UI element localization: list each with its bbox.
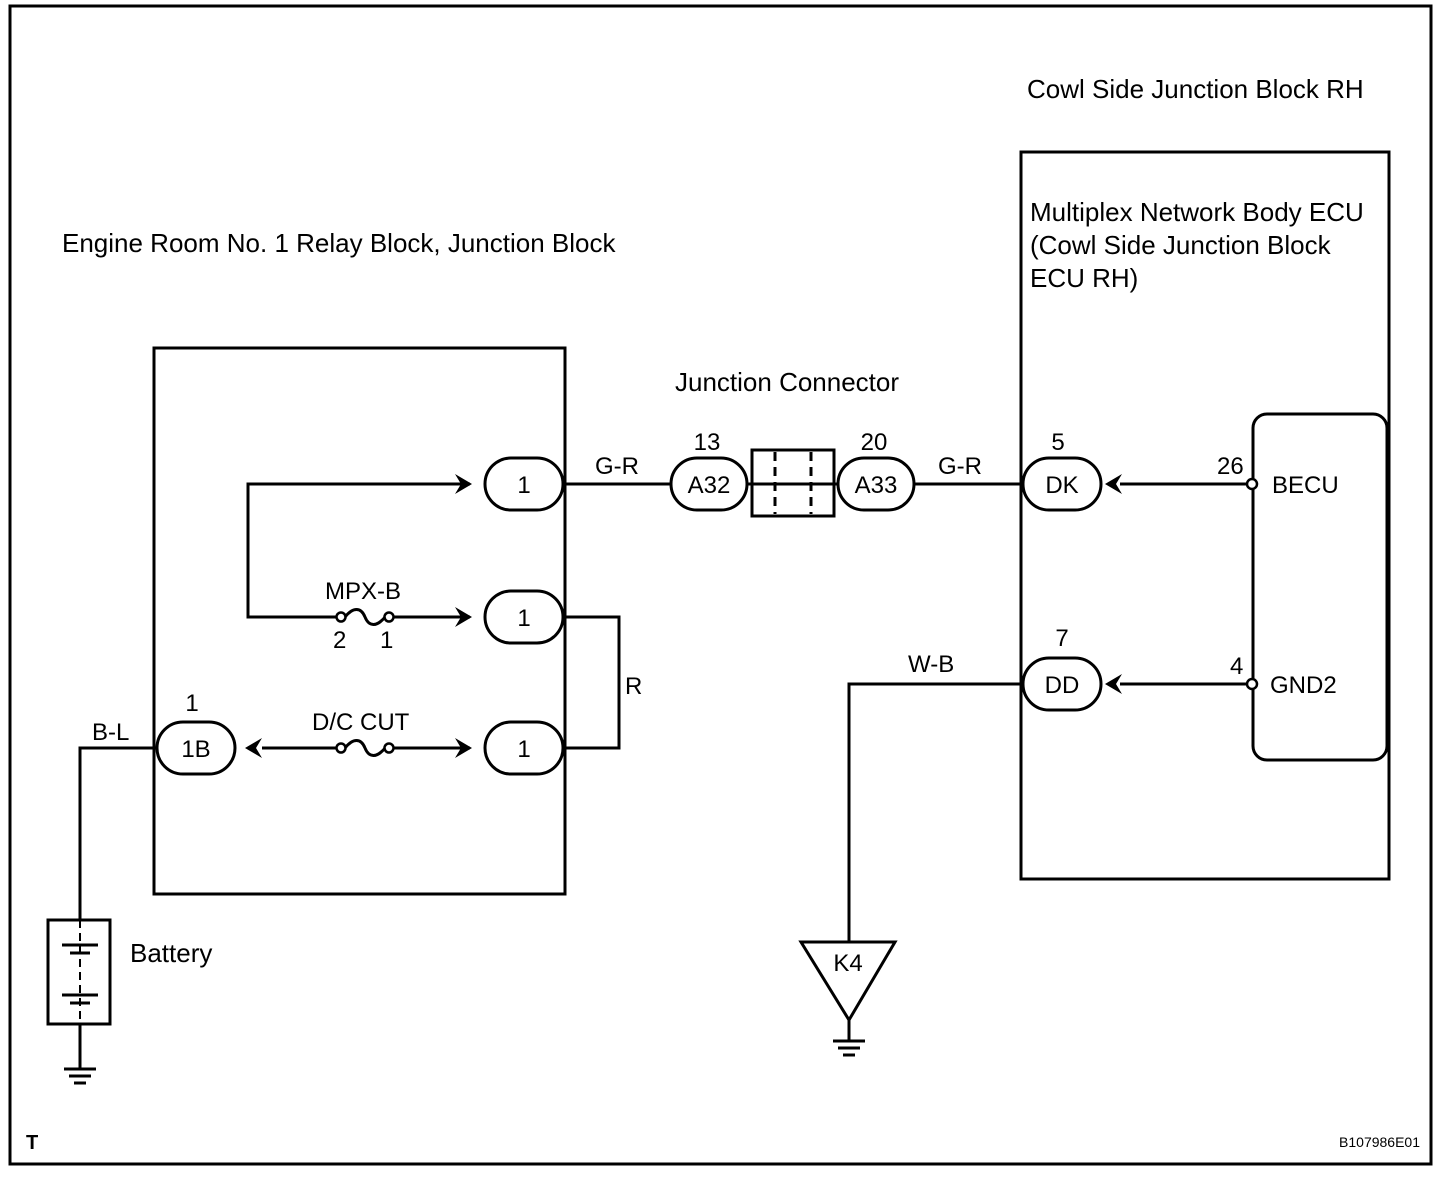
internal-wire-loop — [246, 482, 470, 619]
connector-1b-label: 1B — [181, 736, 210, 763]
relay-connector-bottom-label: 1 — [517, 736, 530, 763]
connector-a32-pin: 13 — [694, 429, 721, 456]
connector-dk-pin: 5 — [1051, 429, 1064, 456]
ground-icon — [833, 1039, 865, 1057]
mpx-b-label: MPX-B — [325, 578, 401, 605]
connector-dk-label: DK — [1045, 472, 1078, 499]
mpx-b-pin-left: 2 — [333, 627, 346, 654]
connector-1b-pin: 1 — [185, 690, 198, 717]
mpx-b-pin-right: 1 — [380, 627, 393, 654]
cowl-side-junction-block-label: Cowl Side Junction Block RH — [1027, 74, 1364, 104]
wire-label-gr-left: G-R — [595, 453, 639, 480]
dc-cut-fuse — [335, 739, 395, 757]
ecu-terminal-panel — [1251, 412, 1389, 762]
connector-dd — [1021, 656, 1103, 712]
ecu-name-line1: Multiplex Network Body ECU — [1030, 197, 1364, 227]
wire-label-wb: W-B — [908, 651, 954, 678]
ground-point-k4-label: K4 — [833, 950, 862, 977]
wb-wire — [847, 682, 1023, 942]
relay-connector-bottom — [483, 720, 565, 776]
connector-1b — [155, 720, 237, 776]
connector-a33 — [836, 456, 916, 512]
connector-a32-label: A32 — [688, 472, 731, 499]
connector-dk — [1021, 456, 1103, 512]
chevron-icon — [455, 474, 472, 494]
becu-label: BECU — [1272, 472, 1339, 499]
ground-point-k4 — [798, 940, 898, 1023]
diagram-frame — [8, 4, 1433, 1166]
relay-connector-top-label: 1 — [517, 472, 530, 499]
chevron-icon — [1105, 674, 1122, 694]
junction-connector-label: Junction Connector — [675, 367, 899, 397]
becu-pin: 26 — [1217, 453, 1244, 480]
wire-label-bl: B-L — [92, 719, 129, 746]
wire-label-gr-right: G-R — [938, 453, 982, 480]
becu-terminal — [1245, 477, 1259, 491]
battery-label: Battery — [130, 938, 212, 968]
mpx-b-fuse — [335, 608, 395, 626]
connector-a33-label: A33 — [855, 472, 898, 499]
chevron-icon — [245, 738, 262, 758]
ecu-name-line3: ECU RH) — [1030, 263, 1138, 293]
gnd2-pin: 4 — [1230, 653, 1243, 680]
connector-dd-pin: 7 — [1055, 625, 1068, 652]
connector-dd-label: DD — [1045, 672, 1080, 699]
connector-a33-pin: 20 — [861, 429, 888, 456]
chevron-icon — [455, 738, 472, 758]
figure-id: B107986E01 — [1339, 1134, 1420, 1150]
multiplex-ecu-box — [1019, 150, 1391, 881]
relay-connector-mid — [483, 589, 565, 645]
r-wire-loop — [563, 615, 621, 750]
engine-room-block-label: Engine Room No. 1 Relay Block, Junction … — [62, 228, 616, 258]
gnd2-terminal — [1245, 677, 1259, 691]
connector-a32 — [669, 456, 749, 512]
engine-room-relay-block — [152, 346, 567, 896]
ground-icon — [64, 1067, 96, 1085]
ecu-name-line2: (Cowl Side Junction Block — [1030, 230, 1332, 260]
gnd2-label: GND2 — [1270, 672, 1337, 699]
dc-cut-label: D/C CUT — [312, 709, 410, 736]
wire-label-r: R — [625, 673, 642, 700]
relay-connector-mid-label: 1 — [517, 605, 530, 632]
bl-wire — [78, 746, 157, 920]
corner-mark: T — [26, 1132, 38, 1154]
chevron-icon — [1105, 474, 1122, 494]
relay-connector-top — [483, 456, 565, 512]
chevron-icon — [455, 607, 472, 627]
